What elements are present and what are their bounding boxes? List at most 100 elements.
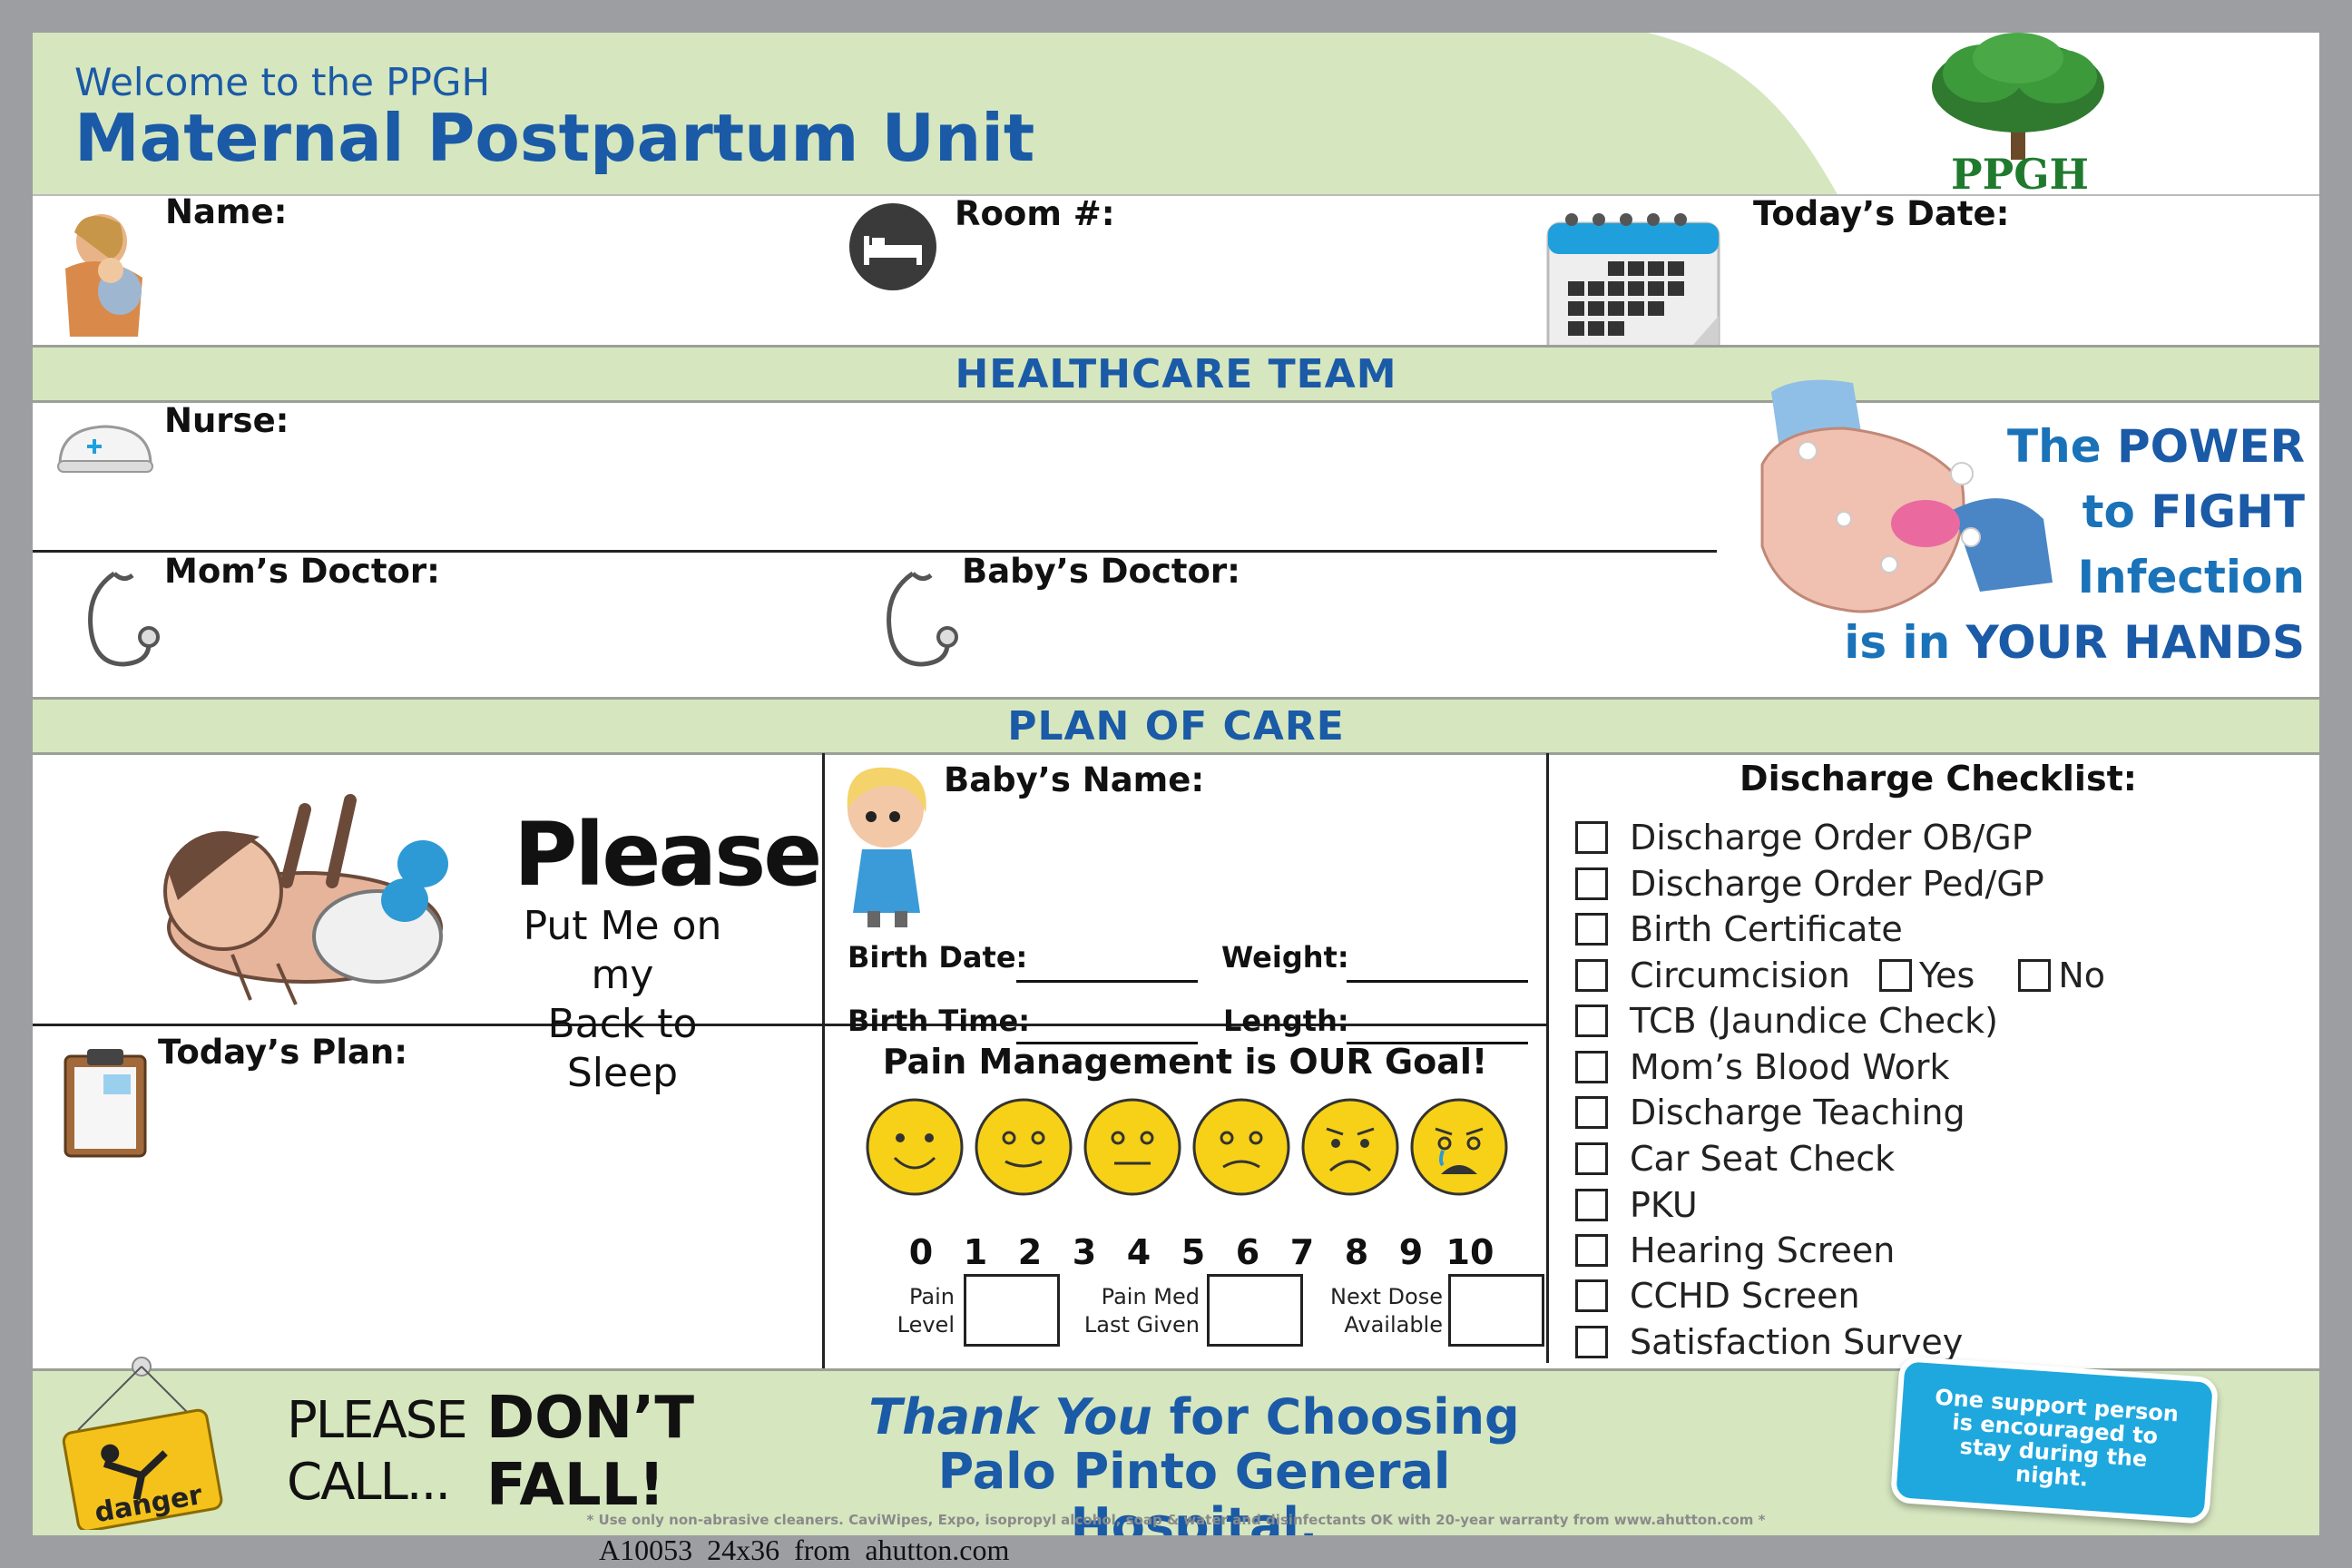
weight-label: Weight: <box>1221 940 1349 975</box>
checklist-item[interactable]: Discharge Teaching <box>1575 1090 1965 1135</box>
checklist-item[interactable]: Car Seat Check <box>1575 1136 1895 1181</box>
room-label: Room #: <box>955 194 1115 233</box>
no-checkbox[interactable] <box>2018 959 2052 992</box>
hands-slogan: The POWER to FIGHT Infection is in YOUR … <box>1844 420 2305 669</box>
length-label: Length: <box>1223 1004 1349 1038</box>
yes-checkbox[interactable] <box>1879 959 1913 992</box>
checklist-item[interactable]: PKU <box>1575 1182 1698 1228</box>
checklist-item[interactable]: Satisfaction Survey <box>1575 1319 1963 1365</box>
calendar-icon <box>1546 213 1720 361</box>
thank-you-text: Thank You for Choosing Palo Pinto Genera… <box>868 1388 1520 1536</box>
checkbox[interactable] <box>1575 1189 1608 1221</box>
sleep-line2: Back to Sleep <box>547 1001 698 1096</box>
checklist-item[interactable]: Mom’s Blood Work <box>1575 1044 1950 1090</box>
pain-scale-3: 3 <box>1072 1232 1097 1272</box>
whiteboard: Welcome to the PPGH Maternal Postpartum … <box>33 33 2319 1535</box>
checkbox[interactable] <box>1575 1142 1608 1175</box>
sleep-big-text: Please <box>514 804 822 906</box>
date-label: Today’s Date: <box>1753 194 2010 233</box>
toddler-icon <box>847 767 926 927</box>
unit-title: Maternal Postpartum Unit <box>74 100 1035 176</box>
clipboard-icon <box>64 1049 147 1158</box>
pain-scale-2: 2 <box>1017 1232 1043 1272</box>
nurse-divider <box>33 550 1717 553</box>
bed-icon <box>849 203 936 290</box>
pain-face-0-icon <box>866 1098 964 1196</box>
plan-of-care-bar: PLAN OF CARE <box>33 697 2319 755</box>
welcome-text: Welcome to the PPGH <box>74 60 491 104</box>
checkbox[interactable] <box>1575 1051 1608 1083</box>
birth-date-field[interactable] <box>1016 980 1198 983</box>
pain-face-6-icon <box>1192 1098 1290 1196</box>
weight-field[interactable] <box>1347 980 1528 983</box>
healthcare-team-title: HEALTHCARE TEAM <box>955 351 1397 397</box>
nurse-cap-icon <box>57 425 153 473</box>
checkbox[interactable] <box>1575 821 1608 854</box>
disclaimer-text: * Use only non-abrasive cleaners. CaviWi… <box>586 1512 1766 1528</box>
pain-face-10-icon <box>1410 1098 1508 1196</box>
moms-doctor-label: Mom’s Doctor: <box>164 552 440 591</box>
pain-face-4-icon <box>1083 1098 1181 1196</box>
pain-scale-9: 9 <box>1398 1232 1424 1272</box>
checkbox[interactable] <box>1575 1004 1608 1037</box>
checklist-item[interactable]: TCB (Jaundice Check) <box>1575 998 1998 1044</box>
pain-scale-5: 5 <box>1181 1232 1206 1272</box>
checklist-item[interactable]: Circumcision Yes No <box>1575 953 2105 998</box>
sleeping-baby-icon <box>163 794 448 1005</box>
pain-title: Pain Management is OUR Goal! <box>882 1042 1488 1082</box>
checkbox[interactable] <box>1575 1279 1608 1312</box>
pain-scale-4: 4 <box>1126 1232 1152 1272</box>
plan-of-care-title: PLAN OF CARE <box>1007 703 1345 750</box>
stethoscope-icon <box>887 571 958 667</box>
back-to-sleep-sign: Please Put Me on my Back to Sleep <box>514 804 822 1098</box>
checklist-item[interactable]: Discharge Order OB/GP <box>1575 815 2033 860</box>
pain-scale-7: 7 <box>1289 1232 1315 1272</box>
checklist-item[interactable]: Birth Certificate <box>1575 906 1903 952</box>
checklist-item[interactable]: Hearing Screen <box>1575 1228 1895 1273</box>
checkbox[interactable] <box>1575 959 1608 992</box>
pain-face-2-icon <box>975 1098 1073 1196</box>
checklist-item[interactable]: Discharge Order Ped/GP <box>1575 861 2044 906</box>
todays-plan-label: Today’s Plan: <box>158 1033 408 1072</box>
tree-logo-icon: PPGH <box>1932 33 2104 196</box>
hand-washing-icon <box>1760 379 2053 613</box>
pain-level-box[interactable] <box>964 1274 1060 1347</box>
birth-time-field[interactable] <box>1016 1042 1198 1044</box>
logo-text: PPGH <box>1951 150 2089 196</box>
pain-med-box[interactable] <box>1207 1274 1303 1347</box>
pain-scale-8: 8 <box>1344 1232 1369 1272</box>
nurse-label: Nurse: <box>164 401 289 440</box>
product-code: A10053 24x36 from ahutton.com <box>599 1534 1010 1566</box>
mother-baby-icon <box>65 214 142 337</box>
name-label: Name: <box>165 192 288 231</box>
divider <box>1546 753 1549 1363</box>
checkbox[interactable] <box>1575 1096 1608 1129</box>
length-field[interactable] <box>1347 1042 1528 1044</box>
divider <box>33 1024 1548 1026</box>
next-dose-box[interactable] <box>1448 1274 1544 1347</box>
checklist-item[interactable]: CCHD Screen <box>1575 1273 1860 1318</box>
pain-scale-10: 10 <box>1446 1232 1494 1272</box>
support-person-sticker: One support person is encouraged to stay… <box>1889 1355 2220 1525</box>
birth-time-label: Birth Time: <box>848 1004 1030 1038</box>
healthcare-team-bar: HEALTHCARE TEAM <box>33 345 2319 403</box>
birth-date-label: Birth Date: <box>848 940 1028 975</box>
checkbox[interactable] <box>1575 913 1608 946</box>
checkbox[interactable] <box>1575 867 1608 900</box>
stethoscope-icon <box>88 571 160 667</box>
checkbox[interactable] <box>1575 1234 1608 1267</box>
pain-face-8-icon <box>1301 1098 1399 1196</box>
pain-scale-0: 0 <box>908 1232 934 1272</box>
sleep-line1: Put Me on my <box>523 903 722 998</box>
babys-name-label: Baby’s Name: <box>944 760 1205 799</box>
danger-sign-icon: danger <box>62 1357 223 1530</box>
pain-scale-6: 6 <box>1235 1232 1260 1272</box>
checkbox[interactable] <box>1575 1326 1608 1358</box>
pain-scale-1: 1 <box>963 1232 988 1272</box>
pain-faces <box>866 1098 1508 1196</box>
